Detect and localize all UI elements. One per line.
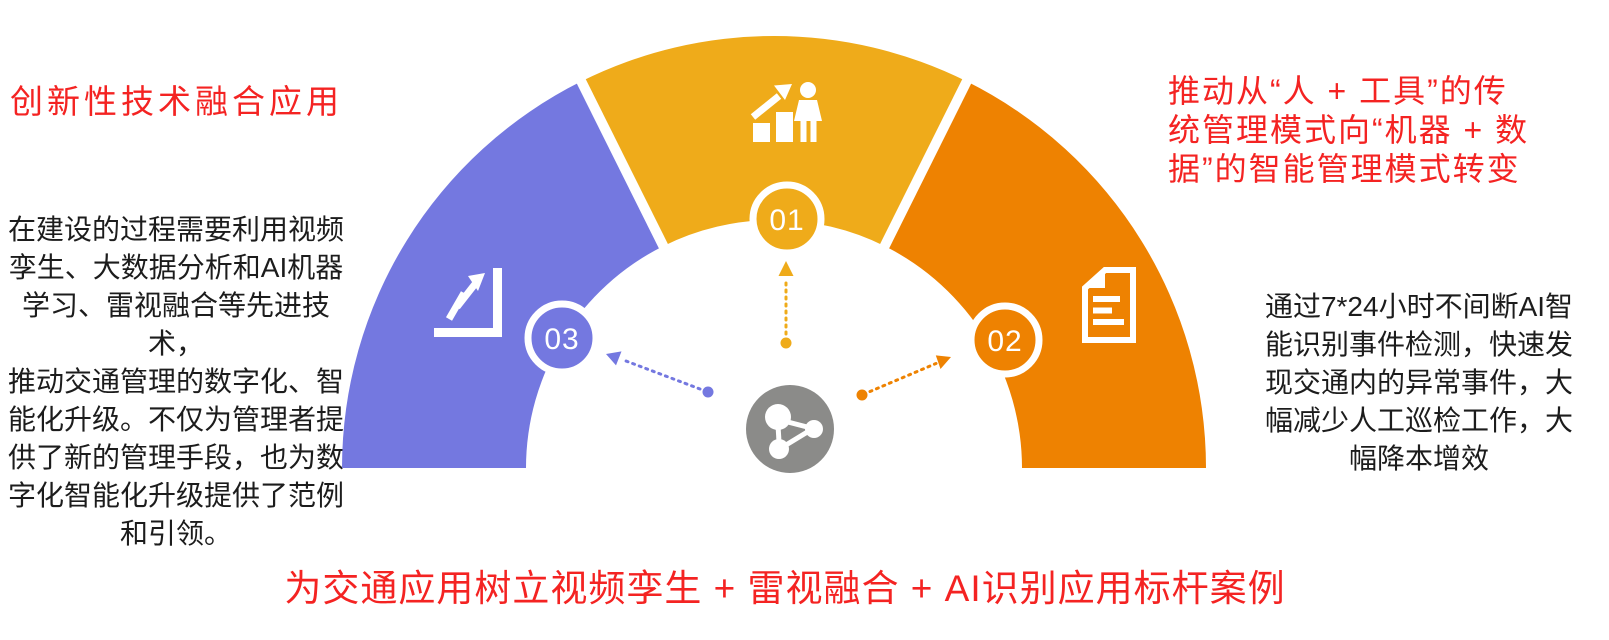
arrow-dot bbox=[702, 386, 714, 398]
arrow-dot bbox=[780, 337, 792, 349]
trend-zigzag-icon bbox=[434, 268, 502, 337]
share-network-icon bbox=[765, 404, 823, 459]
hub bbox=[746, 385, 834, 473]
wedge-02 bbox=[884, 81, 1206, 469]
arrow-line bbox=[620, 358, 702, 391]
wedge-03 bbox=[342, 81, 664, 469]
arrow-head bbox=[935, 355, 951, 369]
badge-03: 03 bbox=[524, 300, 600, 376]
badge-01: 01 bbox=[749, 181, 825, 257]
arrow-line bbox=[868, 362, 938, 393]
arrow-head bbox=[606, 351, 622, 366]
arrow-to-03 bbox=[606, 351, 714, 398]
left-body-text: 在建设的过程需要利用视频 孪生、大数据分析和AI机器 学习、雷视融合等先进技术，… bbox=[7, 214, 344, 549]
footer-text: 为交通应用树立视频孪生 + 雷视融合 + AI识别应用标杆案例 bbox=[284, 568, 1286, 609]
document-icon bbox=[1082, 267, 1136, 343]
right-heading: 推动从“人 + 工具”的传 统管理模式向“机器 + 数 据”的智能管理模式转变 bbox=[1168, 73, 1530, 187]
wedge-01 bbox=[581, 35, 967, 247]
right-body-text: 通过7*24小时不间断AI智 能识别事件检测，快速发 现交通内的异常事件，大 幅… bbox=[1264, 291, 1574, 474]
left-title: 创新性技术融合应用 bbox=[10, 83, 343, 120]
badge-02-label: 02 bbox=[987, 325, 1022, 358]
arrow-to-01 bbox=[778, 261, 794, 349]
arrow-dot bbox=[856, 389, 868, 401]
badge-03-label: 03 bbox=[544, 323, 579, 356]
badge-01-label: 01 bbox=[769, 204, 804, 237]
hub-circle bbox=[746, 385, 834, 473]
badge-02: 02 bbox=[967, 302, 1043, 378]
arrow-to-02 bbox=[856, 355, 951, 401]
arrow-head bbox=[778, 261, 794, 276]
bar-chart-person-icon bbox=[750, 82, 822, 142]
segment-divider bbox=[573, 71, 671, 254]
segment-divider bbox=[877, 71, 975, 254]
